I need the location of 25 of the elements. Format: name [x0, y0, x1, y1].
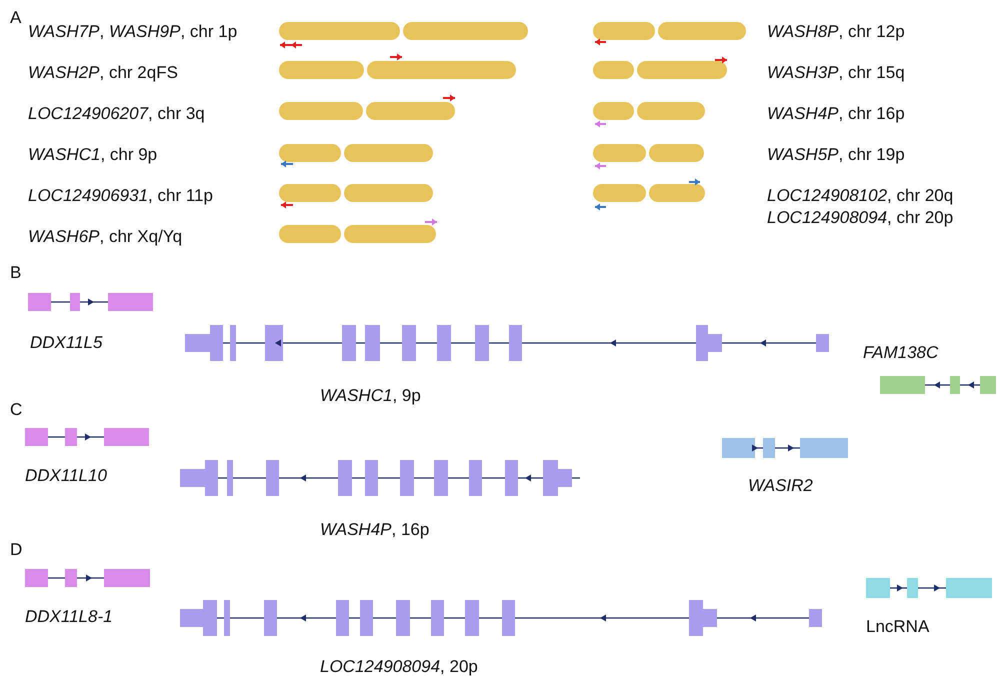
- gene-label: LOC124906207, chr 3q: [28, 104, 205, 124]
- gene-label: WASHC1, 9p: [320, 386, 421, 406]
- gene-label: DDX11L10: [25, 466, 107, 486]
- gene-label: LncRNA: [866, 617, 930, 637]
- panel-letter: C: [10, 400, 22, 420]
- gene-label: LOC124908102, chr 20q: [767, 186, 954, 206]
- gene-label: WASH8P, chr 12p: [767, 22, 905, 42]
- gene-label: WASH5P, chr 19p: [767, 145, 905, 165]
- gene-label: WASHC1, chr 9p: [28, 145, 158, 165]
- panel-letter: A: [10, 8, 22, 28]
- gene-label: FAM138C: [863, 343, 938, 363]
- gene-label: WASH3P, chr 15q: [767, 63, 905, 83]
- gene-label: LOC124908094, chr 20p: [767, 208, 954, 228]
- gene-label: WASH7P, WASH9P, chr 1p: [28, 22, 238, 42]
- gene-label: WASIR2: [748, 476, 813, 496]
- gene-label: DDX11L8-1: [25, 607, 113, 627]
- gene-label: WASH4P, 16p: [320, 520, 430, 540]
- gene-label: WASH6P, chr Xq/Yq: [28, 227, 182, 247]
- gene-label: DDX11L5: [30, 333, 102, 353]
- panel-letter: B: [10, 263, 22, 283]
- panel-letter: D: [10, 540, 22, 560]
- gene-label: WASH2P, chr 2qFS: [28, 63, 178, 83]
- gene-label: WASH4P, chr 16p: [767, 104, 905, 124]
- gene-label: LOC124906931, chr 11p: [28, 186, 213, 206]
- gene-label: LOC124908094, 20p: [320, 657, 478, 677]
